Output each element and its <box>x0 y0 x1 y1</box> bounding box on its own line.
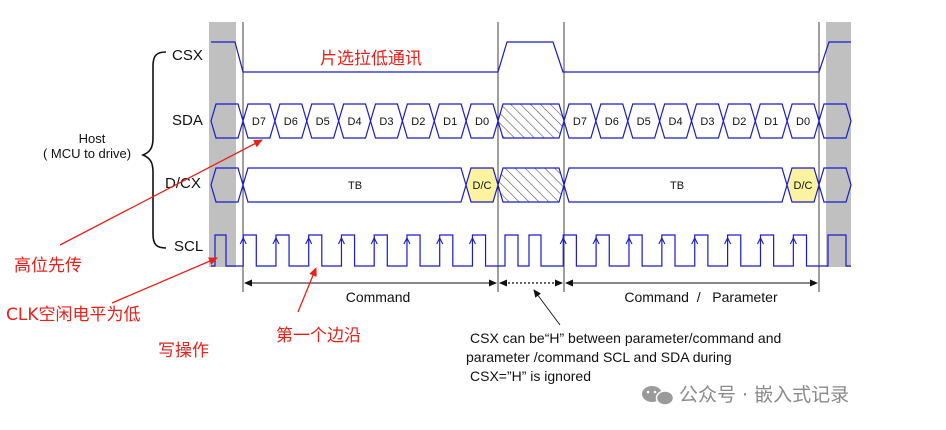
sda-bit-2-label-d5: D5 <box>637 116 651 128</box>
scl-rising-edge-a-6 <box>403 236 411 245</box>
sda-bits-group-2: D7 D6 D5 D4 D3 D2 D1 D0 <box>563 103 820 139</box>
host-sublabel: ( MCU to drive) <box>43 146 131 161</box>
signal-label-sda: SDA <box>172 112 203 129</box>
sda-bits-group-1: D7 D6 D5 D4 D3 D2 D1 D0 <box>242 103 499 139</box>
csx-waveform <box>211 41 851 73</box>
sda-ignored-cell <box>497 103 565 139</box>
scl-rising-edge-b-8 <box>789 236 797 245</box>
csx-annotation: 片选拉低通讯 <box>320 49 422 69</box>
idle-band-right <box>826 22 851 267</box>
scl-rising-edge-b-2 <box>592 236 600 245</box>
signal-label-scl: SCL <box>174 238 203 255</box>
scl-rising-edge-a-7 <box>436 236 444 245</box>
sda-bit-1-label-d5: D5 <box>316 116 330 128</box>
dcx-dc-label-1: D/C <box>473 180 492 192</box>
dcx-tb-label-1: TB <box>348 180 362 192</box>
dcx-row: TB D/C TB D/C <box>210 167 852 203</box>
sda-bit-2-label-d7: D7 <box>573 116 587 128</box>
dcx-dc-label-2: D/C <box>794 180 813 192</box>
sda-idle-cell-end <box>818 103 852 139</box>
chat-bubble-icon <box>642 386 675 406</box>
watermark-text: 公众号 · 嵌入式记录 <box>679 384 849 406</box>
sda-bit-2-label-d1: D1 <box>764 116 778 128</box>
note-pointer <box>533 289 561 326</box>
signal-label-csx: CSX <box>172 47 203 64</box>
dcx-ignored-cell <box>497 167 565 203</box>
sda-bit-1-label-d4: D4 <box>348 116 362 128</box>
command-parameter-label: Command / Parameter <box>624 289 778 305</box>
scl-rising-edge-a-2 <box>272 236 280 245</box>
scl-rising-edge-b-4 <box>658 236 666 245</box>
dcx-tb-label-2: TB <box>670 180 684 192</box>
msb-first-arrow <box>59 139 263 246</box>
msb-first-label: 高位先传 <box>14 256 82 276</box>
host-label: Host <box>79 131 106 146</box>
scl-waveform <box>211 234 851 267</box>
clk-idle-arrow <box>111 257 218 304</box>
watermark: 公众号 · 嵌入式记录 <box>642 384 849 406</box>
scl-rising-edge-arrows <box>239 236 797 245</box>
sda-bit-1-label-d7: D7 <box>252 116 266 128</box>
idle-band-left <box>209 22 236 267</box>
sda-bit-2-label-d4: D4 <box>669 116 683 128</box>
signal-label-dcx: D/CX <box>165 175 201 192</box>
sda-bit-1-label-d1: D1 <box>443 116 457 128</box>
first-edge-label: 第一个边沿 <box>276 326 361 346</box>
host-brace <box>140 51 167 249</box>
scl-rising-edge-b-7 <box>756 236 764 245</box>
sda-bit-1-label-d2: D2 <box>411 116 425 128</box>
note-line-3: CSX=”H” is ignored <box>470 368 591 384</box>
sda-row: D7 D6 D5 D4 D3 D2 D1 D0 D7 D6 D5 D4 D3 D2 D1 D0 <box>210 103 852 139</box>
sda-bit-2-label-d6: D6 <box>605 116 619 128</box>
sda-bit-2-label-d2: D2 <box>732 116 746 128</box>
first-edge-arrow <box>297 267 317 313</box>
sda-bit-1-label-d6: D6 <box>284 116 298 128</box>
command-label: Command <box>346 289 411 305</box>
sda-bit-1-label-d3: D3 <box>379 116 393 128</box>
clk-idle-label: CLK空闲电平为低 <box>6 305 141 325</box>
scl-rising-edge-a-4 <box>337 236 345 245</box>
scl-rising-edge-a-3 <box>305 236 313 245</box>
write-op-label: 写操作 <box>158 341 209 361</box>
note-line-2: parameter /command SCL and SDA during <box>466 349 732 365</box>
scl-rising-edge-b-1 <box>559 236 567 245</box>
scl-rising-edge-b-6 <box>724 236 732 245</box>
note-line-1: CSX can be“H” between parameter/command … <box>470 330 781 346</box>
scl-rising-edge-b-5 <box>691 236 699 245</box>
dcx-idle-cell-end <box>818 167 852 203</box>
scl-rising-edge-a-1 <box>239 236 247 245</box>
sda-bit-2-label-d3: D3 <box>700 116 714 128</box>
sda-bit-1-label-d0: D0 <box>475 116 489 128</box>
scl-rising-edge-a-5 <box>370 236 378 245</box>
scl-rising-edge-a-8 <box>468 236 476 245</box>
sda-bit-2-label-d0: D0 <box>796 116 810 128</box>
scl-rising-edge-b-3 <box>625 236 633 245</box>
